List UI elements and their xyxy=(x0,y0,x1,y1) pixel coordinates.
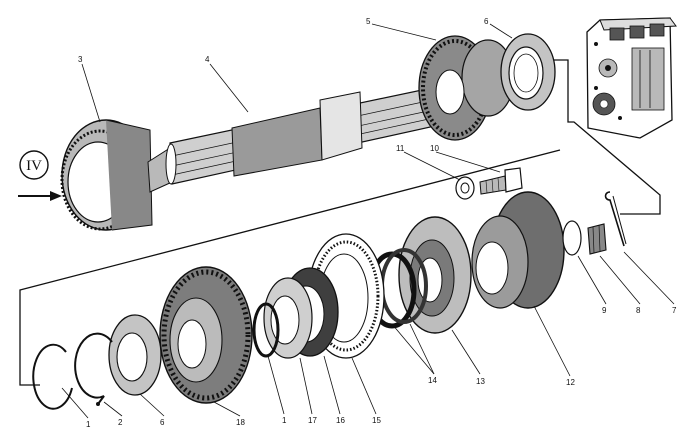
callout-14: 14 xyxy=(428,376,437,385)
callout-13: 13 xyxy=(476,377,485,386)
inlet-arrow xyxy=(18,191,62,201)
inlet-marker: IV xyxy=(19,150,49,180)
callout-5: 5 xyxy=(366,17,371,26)
part-11-washer xyxy=(455,176,475,200)
callout-3: 3 xyxy=(78,55,83,64)
part-12-flange-housing xyxy=(471,191,565,309)
part-2-circlip xyxy=(74,332,113,406)
part-17-bearing xyxy=(263,277,313,359)
callout-11: 11 xyxy=(396,144,405,153)
callout-1-left: 1 xyxy=(86,420,91,429)
callout-leaders xyxy=(61,23,675,419)
callout-16: 16 xyxy=(336,416,345,425)
callout-17: 17 xyxy=(308,416,317,425)
part-6-bearing-top xyxy=(500,33,556,111)
callout-8: 8 xyxy=(636,306,641,315)
part-4-splined-shaft xyxy=(147,81,463,193)
routing-lines xyxy=(19,59,661,386)
part-9-washer xyxy=(562,220,582,256)
part-10-bolt xyxy=(479,167,523,195)
part-5-double-gear xyxy=(418,35,515,141)
callout-18: 18 xyxy=(236,418,245,427)
part-18-gear xyxy=(159,266,253,404)
callout-4: 4 xyxy=(205,55,210,64)
callout-10: 10 xyxy=(430,144,439,153)
part-1-snap-ring-middle xyxy=(252,302,280,358)
callout-6-top: 6 xyxy=(484,17,489,26)
callout-12: 12 xyxy=(566,378,575,387)
inlet-marker-label: IV xyxy=(26,158,42,174)
part-8-castle-nut xyxy=(587,223,607,255)
part-7-cotter-pin xyxy=(604,191,627,247)
part-6-bearing-bottom xyxy=(108,314,162,396)
gearbox-housing xyxy=(586,17,677,139)
callout-2: 2 xyxy=(118,418,123,427)
callout-6-bottom: 6 xyxy=(160,418,165,427)
callout-labels: 3 4 5 6 11 10 9 8 7 12 13 14 15 16 17 1 … xyxy=(78,17,677,429)
callout-15: 15 xyxy=(372,416,381,425)
callout-1-middle: 1 xyxy=(282,416,287,425)
callout-9: 9 xyxy=(602,306,607,315)
callout-7: 7 xyxy=(672,306,677,315)
part-3-coupling-ring xyxy=(60,119,153,231)
part-1-snap-ring-left xyxy=(32,343,73,410)
